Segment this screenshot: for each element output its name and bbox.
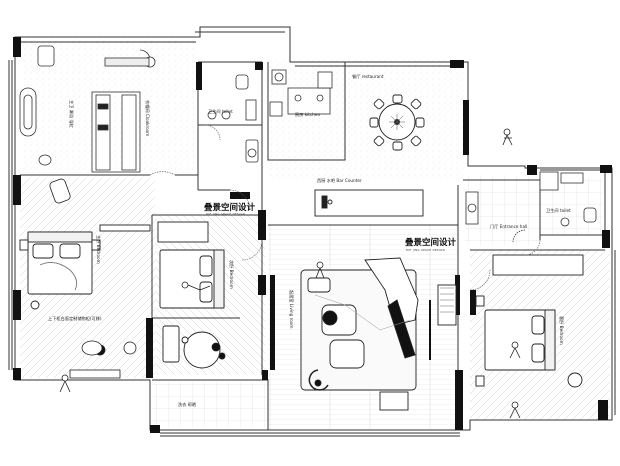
person-icon	[181, 281, 211, 291]
label-dressing: 衣帽间 Cloakroom	[144, 100, 151, 136]
label-right-bath: 卫生间	[546, 207, 559, 214]
brand-logo-center: 叠景空间设计 DIE JING SPACE DESIGN	[405, 237, 457, 252]
label-bath-en: toilet	[222, 109, 233, 114]
brand-name: 叠景空间设计	[405, 237, 457, 248]
dining-table	[369, 94, 425, 151]
label-master-bedroom: 主卧 Bedroom	[95, 235, 102, 264]
label-balcony: 洗衣 晾晒	[178, 401, 196, 408]
right-bath-fixtures	[539, 171, 597, 227]
toilet-icon	[235, 74, 249, 90]
label-living-room: 起居室 Living room	[288, 290, 295, 329]
label-wardrobe-note: 上下柜台面定制储物柜(可移)	[48, 315, 102, 322]
label-kitchen: 厨房 kitchen	[295, 111, 320, 118]
label-right-bath-en: toilet	[560, 208, 571, 213]
guest-bed	[475, 254, 584, 388]
master-bed	[19, 224, 151, 310]
toilet-icon	[583, 207, 597, 223]
secondary-bed	[157, 221, 226, 369]
label-entrance: 门厅 Entrance hall	[490, 223, 527, 230]
person-icon	[211, 342, 221, 352]
brand-sub: DIE JING SPACE DESIGN	[206, 212, 245, 216]
label-bar-counter: 西厨 水吧 Bar Counter	[317, 177, 362, 184]
label-child-room: 次卧 Bedroom	[228, 260, 235, 289]
door-swings	[149, 124, 541, 291]
person-icon	[502, 128, 513, 146]
toilet-icon	[37, 45, 55, 67]
left-toilet-fixtures	[207, 74, 259, 163]
room-labels: 主卫 淋浴 浴缸 衣帽间 Cloakroom 卫生间 toilet 厨房 kit…	[48, 73, 571, 408]
wall-columns	[13, 37, 612, 433]
master-bath-fixtures	[19, 45, 156, 173]
label-bath-cn: 卫生间	[208, 108, 221, 115]
people-figures	[59, 128, 521, 419]
living-room-furniture	[300, 257, 457, 411]
washbasin-icon	[207, 110, 217, 120]
master-bedroom-furniture	[49, 178, 137, 379]
label-restaurant: 餐厅 restaurant	[352, 73, 384, 80]
washbasin-icon	[560, 217, 570, 227]
label-guest-bedroom: 客卧 Bedroom	[558, 316, 565, 345]
person-icon	[315, 261, 325, 279]
brand-logo-top: 叠景空间设计 DIE JING SPACE DESIGN	[204, 202, 256, 216]
person-icon	[509, 401, 521, 419]
bar-counter	[314, 189, 424, 217]
person-icon	[509, 341, 521, 359]
person-icon	[59, 374, 71, 393]
entrance-fixtures	[465, 191, 526, 243]
kitchen-fixtures	[269, 69, 333, 117]
washbasin-icon	[38, 154, 52, 166]
brand-name: 叠景空间设计	[204, 202, 256, 213]
brand-sub: DIE JING SPACE DESIGN	[406, 248, 445, 252]
label-master-bath: 主卫 淋浴 浴缸	[68, 100, 75, 129]
